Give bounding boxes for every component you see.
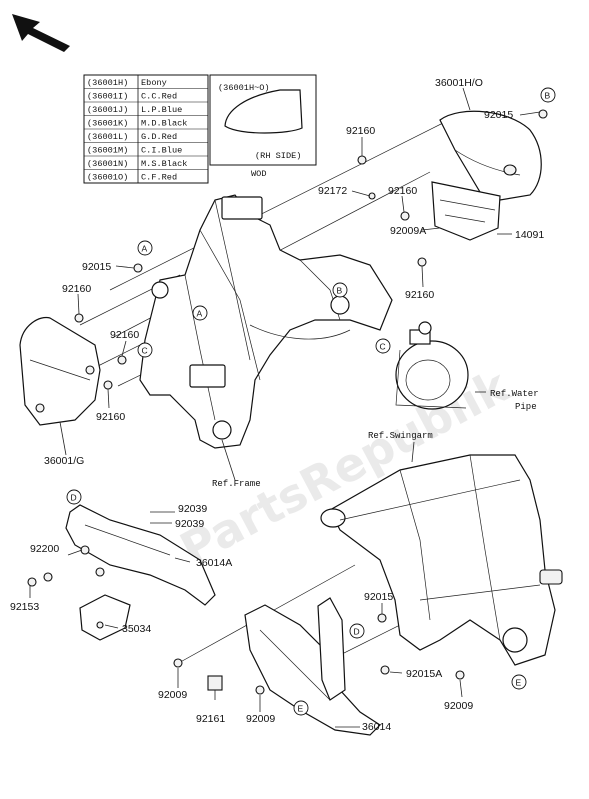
color-code-table: (36001H) Ebony (36001I) C.C.Red (36001J) L.P.… xyxy=(83,74,209,184)
part-label-92160: 92160 xyxy=(405,289,434,301)
inset-side-label: (RH SIDE) xyxy=(255,151,301,161)
ref-water-pipe-label-2: Pipe xyxy=(515,402,537,412)
part-label-92009: 92009 xyxy=(444,700,473,712)
svg-text:D: D xyxy=(71,493,77,503)
side-cover-outline xyxy=(224,89,303,134)
svg-text:D: D xyxy=(354,627,360,637)
part-label-92015a: 92015A xyxy=(406,668,442,680)
part-label-36001ho: 36001H/O xyxy=(435,77,483,89)
color-table-color: C.F.Red xyxy=(141,173,177,183)
inset-note: WOD xyxy=(251,169,266,179)
svg-text:B: B xyxy=(545,91,551,101)
color-table-color: C.C.Red xyxy=(141,92,177,102)
color-table-color: Ebony xyxy=(141,78,167,88)
ref-frame-label: Ref.Frame xyxy=(212,479,261,489)
part-label-92015: 92015 xyxy=(484,109,513,121)
color-table-color: M.D.Black xyxy=(141,119,187,129)
part-label-92160: 92160 xyxy=(110,329,139,341)
color-table-code: (36001L) xyxy=(87,132,128,142)
ref-swingarm-label: Ref.Swingarm xyxy=(368,431,433,441)
water-pump-reference xyxy=(395,321,469,410)
svg-text:A: A xyxy=(197,309,203,319)
color-table-code: (36001N) xyxy=(87,159,128,169)
bracket-35034 xyxy=(79,594,131,641)
svg-text:C: C xyxy=(142,346,148,356)
part-label-92015: 92015 xyxy=(82,261,111,273)
rh-side-inset: (36001H~O) (RH SIDE) WOD xyxy=(209,74,317,179)
part-label-36014a: 36014A xyxy=(196,557,232,569)
callout-a: A xyxy=(137,240,153,256)
part-label-92161: 92161 xyxy=(196,713,225,725)
leader-lines xyxy=(29,87,541,728)
color-table-code: (36001H) xyxy=(87,78,128,88)
color-table-code: (36001I) xyxy=(87,92,128,102)
svg-text:A: A xyxy=(142,244,148,254)
svg-text:C: C xyxy=(380,342,386,352)
svg-text:E: E xyxy=(298,704,304,714)
lower-cover-36014 xyxy=(207,597,381,736)
part-label-92039: 92039 xyxy=(175,518,204,530)
part-label-35034: 35034 xyxy=(122,623,151,635)
color-table-color: L.P.Blue xyxy=(141,105,182,115)
frame-reference xyxy=(139,194,393,449)
part-label-14091: 14091 xyxy=(515,229,544,241)
callout-b: B xyxy=(540,87,556,103)
part-label-92039: 92039 xyxy=(178,503,207,515)
callout-c: C xyxy=(137,342,153,358)
color-table-color: G.D.Red xyxy=(141,132,177,142)
side-cover-right xyxy=(439,110,542,201)
part-label-92015: 92015 xyxy=(364,591,393,603)
color-table-code: (36001M) xyxy=(87,146,128,156)
part-label-92160: 92160 xyxy=(62,283,91,295)
color-table-color: M.S.Black xyxy=(141,159,187,169)
front-direction-arrow-icon xyxy=(12,14,70,52)
svg-text:E: E xyxy=(516,678,522,688)
part-label-36001g: 36001/G xyxy=(44,455,84,467)
part-label-36014: 36014 xyxy=(362,721,391,733)
callout-a: A xyxy=(192,305,208,321)
bracket-14091 xyxy=(431,181,501,241)
svg-text:B: B xyxy=(337,286,343,296)
color-table-code: (36001K) xyxy=(87,119,128,129)
color-table-color: C.I.Blue xyxy=(141,146,182,156)
inset-code: (36001H~O) xyxy=(218,83,270,93)
callout-e: E xyxy=(511,674,527,690)
part-label-92200: 92200 xyxy=(30,543,59,555)
part-label-92009: 92009 xyxy=(158,689,187,701)
fasteners xyxy=(27,109,548,695)
part-label-92160: 92160 xyxy=(96,411,125,423)
callout-b: B xyxy=(332,282,348,298)
part-label-92009: 92009 xyxy=(246,713,275,725)
color-table-code: (36001J) xyxy=(87,105,128,115)
callout-d: D xyxy=(349,623,365,639)
part-label-92160: 92160 xyxy=(346,125,375,137)
part-label-92160: 92160 xyxy=(388,185,417,197)
ref-water-pipe-label: Ref.Water xyxy=(490,389,539,399)
part-label-92153: 92153 xyxy=(10,601,39,613)
callout-c: C xyxy=(375,338,391,354)
side-cover-left xyxy=(19,316,101,426)
chain-cover-36014a xyxy=(65,504,216,606)
callout-e: E xyxy=(293,700,309,716)
part-label-92172: 92172 xyxy=(318,185,347,197)
swingarm-reference xyxy=(320,454,563,666)
color-table-code: (36001O) xyxy=(87,173,128,183)
callout-d: D xyxy=(66,489,82,505)
part-label-92009a: 92009A xyxy=(390,225,426,237)
